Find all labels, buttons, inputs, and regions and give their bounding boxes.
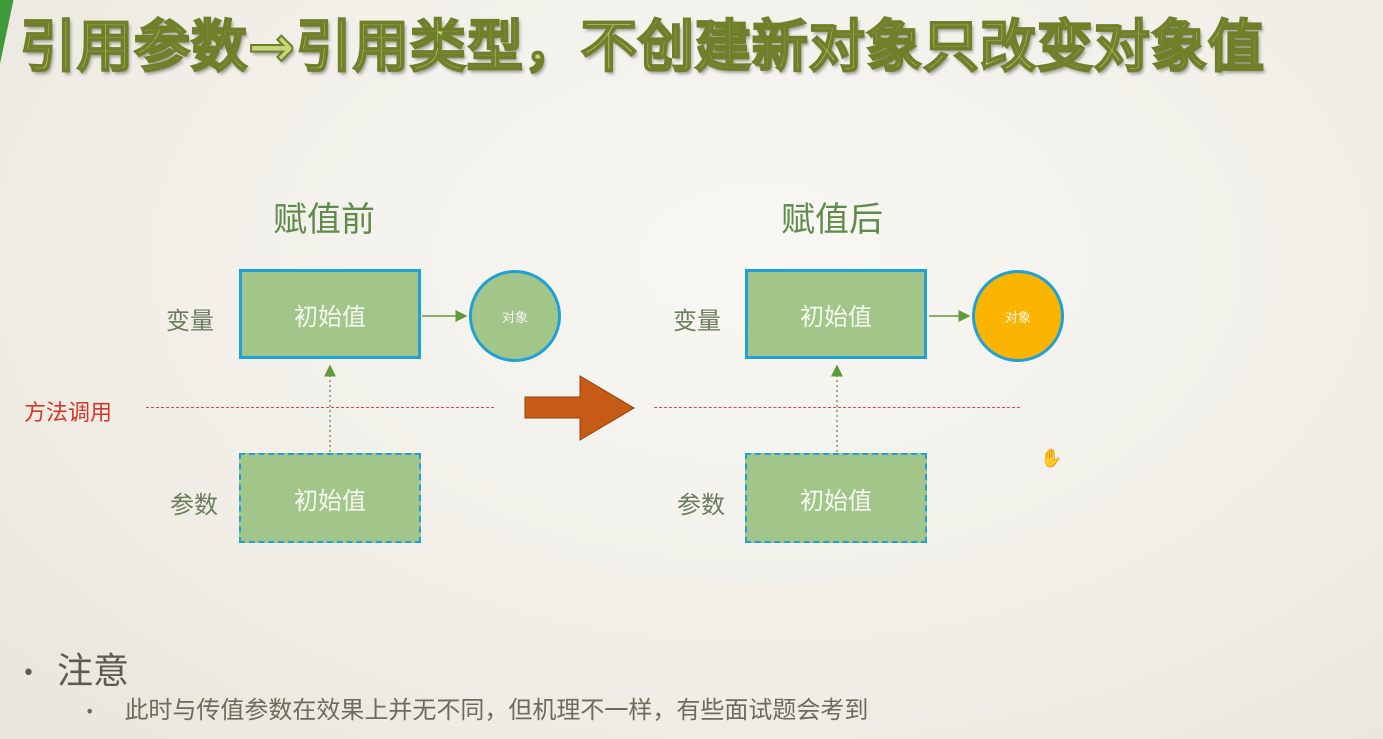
method-call-label: 方法调用 — [24, 401, 113, 426]
bullet-icon: • — [22, 660, 35, 686]
variable-label-after: 变量 — [673, 307, 721, 335]
variable-value-before: 初始值 — [294, 302, 366, 331]
bullet-icon: • — [85, 701, 95, 721]
method-call-line-before — [146, 407, 494, 408]
variable-box-before: 初始值 — [239, 269, 421, 359]
param-label-after: 参数 — [677, 491, 725, 519]
variable-label-before: 变量 — [166, 307, 214, 335]
object-circle-after: 对象 — [972, 270, 1064, 362]
param-box-after: 初始值 — [745, 453, 927, 543]
notes-heading-text: 注意 — [56, 651, 129, 692]
heading-before: 赋值前 — [273, 200, 375, 240]
notes-heading: • 注意 — [22, 642, 129, 694]
notes-item: • 此时与传值参数在效果上并无不同，但机理不一样，有些面试题会考到 — [85, 690, 868, 725]
param-label-before: 参数 — [170, 491, 218, 519]
object-label-after: 对象 — [1004, 310, 1031, 326]
object-label-before: 对象 — [501, 310, 528, 326]
variable-value-after: 初始值 — [800, 302, 872, 331]
param-value-before: 初始值 — [294, 486, 366, 515]
param-box-before: 初始值 — [239, 453, 421, 543]
method-call-line-after — [654, 407, 1020, 408]
heading-after: 赋值后 — [781, 200, 883, 240]
object-circle-before: 对象 — [469, 270, 561, 362]
variable-box-after: 初始值 — [745, 269, 927, 359]
hand-cursor-icon: ✋ — [1040, 448, 1063, 469]
notes-item-text: 此时与传值参数在效果上并无不同，但机理不一样，有些面试题会考到 — [124, 696, 869, 724]
arrow-right-icon — [524, 375, 635, 441]
slide-title: 引用参数→引用类型，不创建新对象只改变对象值 — [19, 14, 1265, 81]
param-value-after: 初始值 — [800, 486, 872, 515]
